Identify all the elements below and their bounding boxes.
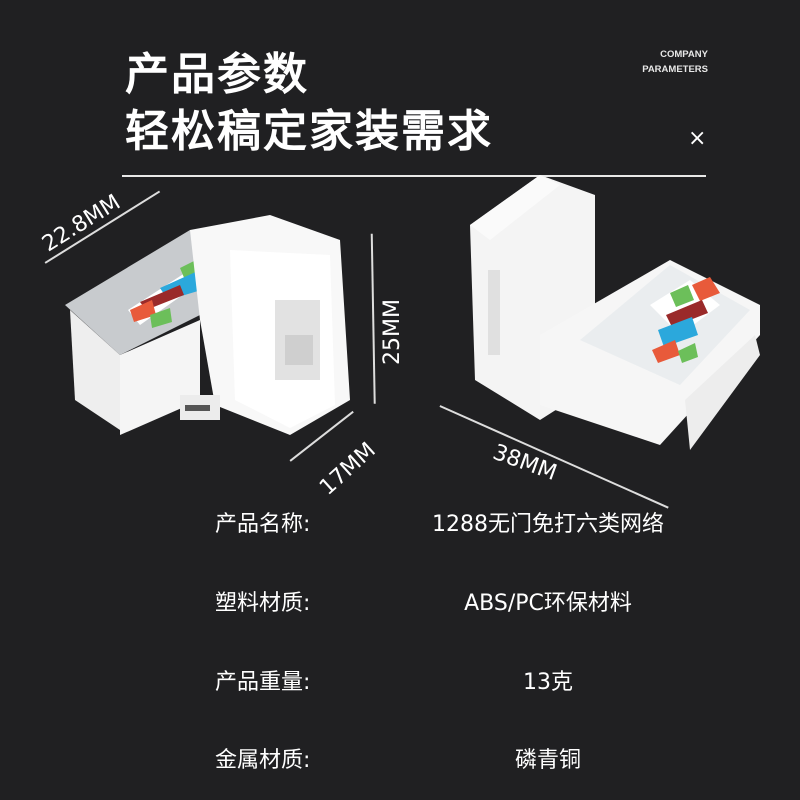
page-title-line1: 产品参数 bbox=[125, 49, 309, 100]
spec-value: 1288无门免打六类网络 bbox=[432, 512, 664, 537]
spec-row-metal: 金属材质: 磷青铜 bbox=[215, 746, 695, 776]
close-icon[interactable]: × bbox=[688, 126, 707, 151]
spec-value: 磷青铜 bbox=[514, 748, 581, 773]
spec-row-plastic: 塑料材质: ABS/PC环保材料 bbox=[215, 589, 695, 619]
header-divider bbox=[122, 175, 706, 177]
spec-value: ABS/PC环保材料 bbox=[464, 591, 632, 616]
company-parameters-tag: COMPANY PARAMETERS bbox=[642, 47, 708, 77]
company-line1: COMPANY bbox=[660, 49, 708, 60]
spec-value: 13克 bbox=[523, 670, 573, 695]
spec-label: 产品名称: bbox=[215, 512, 311, 537]
spec-label: 塑料材质: bbox=[215, 591, 311, 616]
product-image-left bbox=[65, 215, 350, 435]
spec-label: 金属材质: bbox=[215, 748, 311, 773]
page-title-line2: 轻松稿定家装需求 bbox=[125, 106, 493, 157]
spec-row-name: 产品名称: 1288无门免打六类网络 bbox=[215, 510, 695, 540]
company-line2: PARAMETERS bbox=[642, 64, 708, 75]
spec-label: 产品重量: bbox=[215, 670, 311, 695]
dimension-label-height: 25MM bbox=[380, 299, 405, 365]
spec-row-weight: 产品重量: 13克 bbox=[215, 668, 695, 698]
dimension-arrow-height bbox=[371, 233, 376, 404]
product-image-right bbox=[470, 175, 760, 450]
